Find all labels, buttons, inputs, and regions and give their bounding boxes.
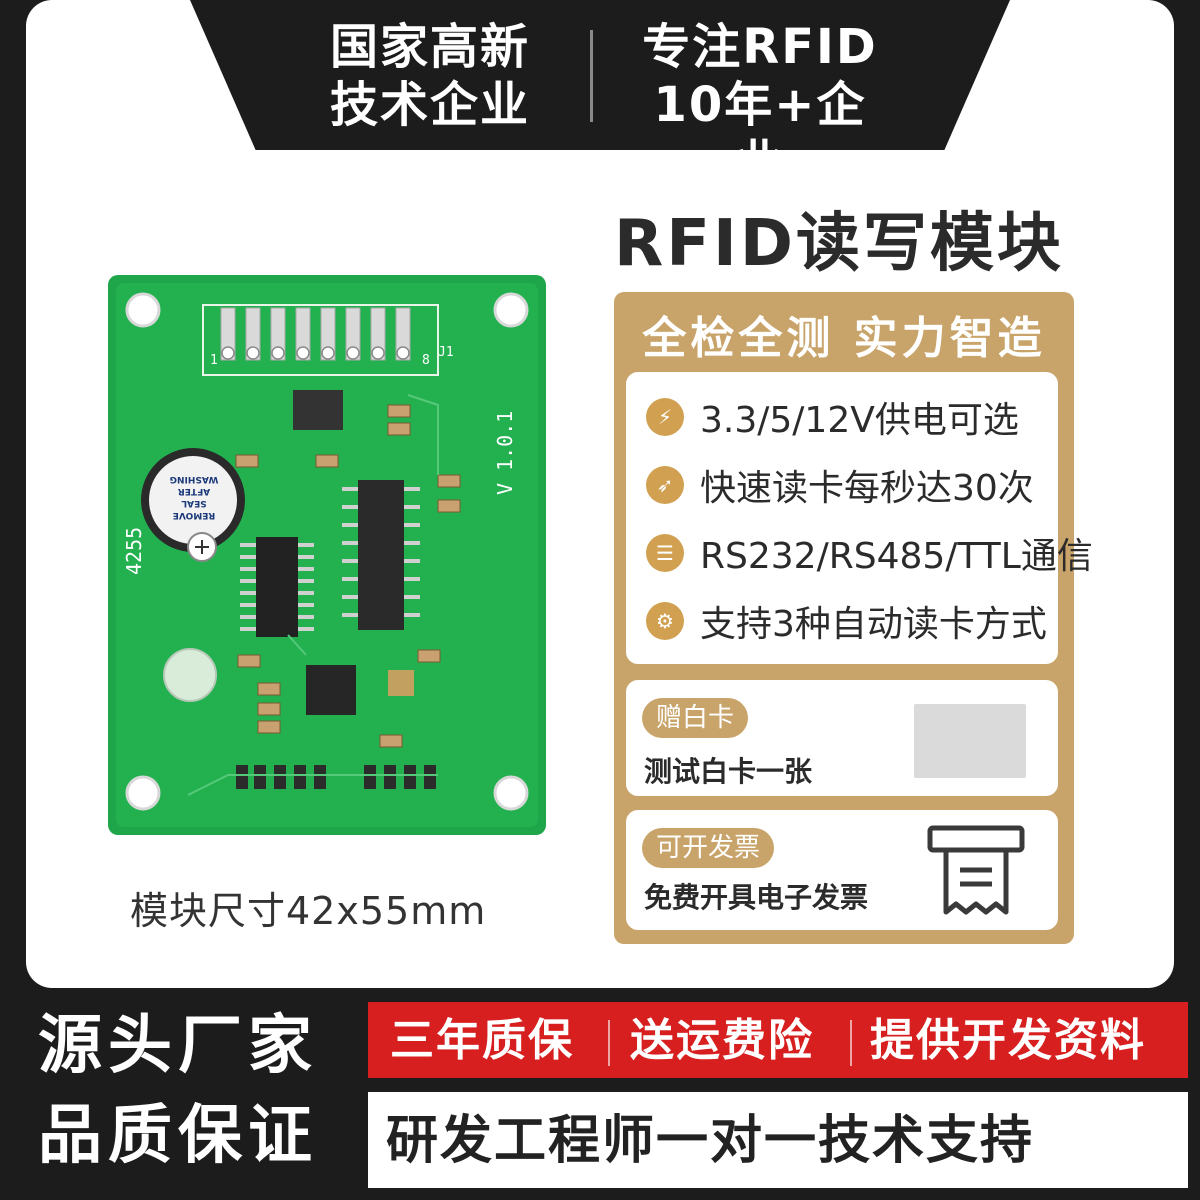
rocket-icon: ➶ xyxy=(646,466,684,504)
feature-text: RS232/RS485/TTL通信 xyxy=(700,536,1093,577)
buzzer-label: REMOVE SEAL AFTER WASHING xyxy=(169,474,219,520)
top-right-line2: 10年+企业 xyxy=(653,77,867,191)
feature-item: ☰ RS232/RS485/TTL通信 xyxy=(646,528,1093,578)
top-banner xyxy=(190,0,1010,150)
top-divider xyxy=(590,30,593,122)
connector-label: J1 xyxy=(438,345,454,360)
rfid-module-image: V 1.0.1 4255 J1 1 8 REMOVE SEAL AFTER WA… xyxy=(108,275,546,835)
sliders-icon: ☰ xyxy=(646,534,684,572)
gears-icon: ⚙ xyxy=(646,602,684,640)
top-left-slogan: 国家高新 技术企业 xyxy=(320,18,540,134)
white-card-image xyxy=(914,704,1026,778)
guarantee-item: 提供开发资料 xyxy=(870,1015,1146,1066)
pin-first-label: 1 xyxy=(210,353,218,368)
invoice-box: 可开发票 免费开具电子发票 xyxy=(626,810,1058,930)
guarantee-item: 三年质保 xyxy=(390,1015,574,1066)
guarantee-divider xyxy=(850,1020,852,1066)
feature-text: 3.3/5/12V供电可选 xyxy=(700,400,1019,441)
pcb-number-label: 4255 xyxy=(122,526,146,575)
gift-card-box: 赠白卡 测试白卡一张 xyxy=(626,680,1058,796)
feature-item: ➶ 快速读卡每秒达30次 xyxy=(646,460,1034,510)
top-right-slogan: 专注RFID 10年+企业 xyxy=(630,18,890,192)
module-size-caption: 模块尺寸42x55mm xyxy=(130,889,487,933)
product-title: RFID读写模块 xyxy=(614,207,1064,281)
invoice-text: 免费开具电子发票 xyxy=(644,881,869,914)
bottom-slogan-line2: 品质保证 xyxy=(38,1099,318,1173)
feature-list: ⚡ 3.3/5/12V供电可选 ➶ 快速读卡每秒达30次 ☰ RS232/RS4… xyxy=(626,372,1093,664)
guarantee-divider xyxy=(608,1020,610,1066)
feature-text: 快速读卡每秒达30次 xyxy=(700,468,1034,509)
feature-item: ⚡ 3.3/5/12V供电可选 xyxy=(646,392,1019,442)
receipt-icon xyxy=(926,822,1026,922)
support-text: 研发工程师一对一技术支持 xyxy=(386,1111,1035,1171)
top-right-line1: 专注RFID xyxy=(642,19,878,75)
feature-text: 支持3种自动读卡方式 xyxy=(700,604,1047,645)
top-left-line1: 国家高新 xyxy=(329,19,530,75)
pin-last-label: 8 xyxy=(422,353,430,368)
invoice-tag: 可开发票 xyxy=(642,828,775,868)
guarantee-item: 送运费险 xyxy=(630,1015,814,1066)
pcb-version-label: V 1.0.1 xyxy=(493,410,517,495)
top-left-line2: 技术企业 xyxy=(329,77,530,133)
bottom-slogan-line1: 源头厂家 xyxy=(38,1009,318,1083)
feature-item: ⚙ 支持3种自动读卡方式 xyxy=(646,596,1047,646)
gift-text: 测试白卡一张 xyxy=(644,755,813,788)
lightning-icon: ⚡ xyxy=(646,398,684,436)
guarantee-bar xyxy=(368,1002,1188,1078)
support-bar xyxy=(368,1092,1188,1188)
gift-tag: 赠白卡 xyxy=(642,698,749,738)
feature-panel-header: 全检全测 实力智造 xyxy=(642,313,1046,364)
